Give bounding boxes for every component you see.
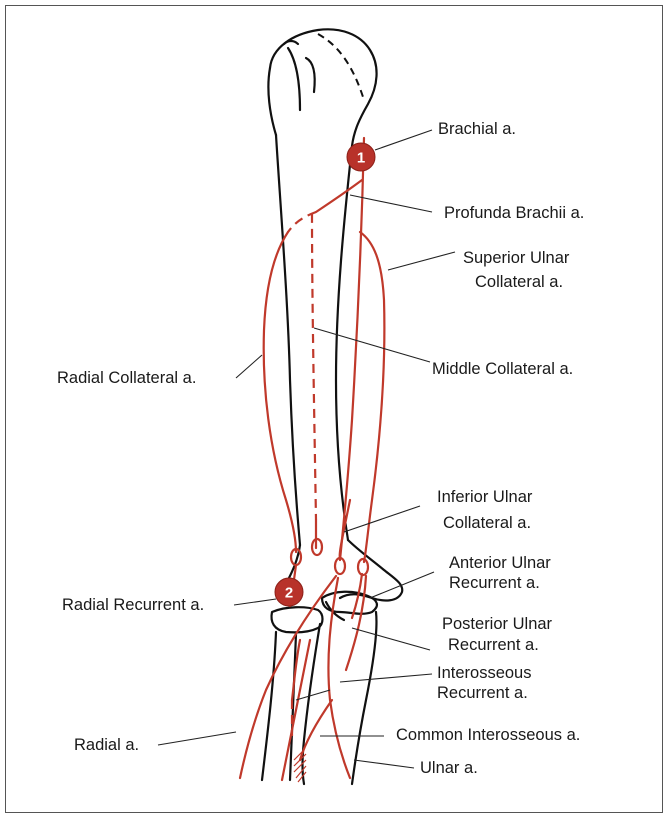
label-posterior-ulnar-1: Posterior Ulnar <box>442 615 553 633</box>
label-radial-recurrent: Radial Recurrent a. <box>62 596 204 614</box>
label-inferior-ulnar-2: Collateral a. <box>443 514 531 532</box>
marker-1-label: 1 <box>357 150 365 167</box>
superior-ulnar-collateral-artery <box>360 232 384 562</box>
label-superior-ulnar-2: Collateral a. <box>475 273 563 291</box>
labels: Brachial a. Profunda Brachii a. Superior… <box>57 120 584 777</box>
label-anterior-ulnar-2: Recurrent a. <box>449 574 540 592</box>
label-interosseous-1: Interosseous <box>437 664 531 682</box>
label-common-interosseous: Common Interosseous a. <box>396 726 580 744</box>
leader-lines <box>158 130 455 768</box>
marker-1: 1 <box>347 143 375 171</box>
ulna <box>303 612 377 784</box>
label-brachial: Brachial a. <box>438 120 516 138</box>
marker-2-label: 2 <box>285 585 293 602</box>
label-interosseous-2: Recurrent a. <box>437 684 528 702</box>
brachial-artery <box>340 138 364 560</box>
label-anterior-ulnar-1: Anterior Ulnar <box>449 554 551 572</box>
label-ulnar: Ulnar a. <box>420 759 478 777</box>
anastomosis-loops <box>291 539 368 575</box>
profunda-brachii-artery <box>288 180 362 520</box>
marker-2: 2 <box>275 578 303 606</box>
label-posterior-ulnar-2: Recurrent a. <box>448 636 539 654</box>
label-middle-collateral: Middle Collateral a. <box>432 360 573 378</box>
label-inferior-ulnar-1: Inferior Ulnar <box>437 488 533 506</box>
label-superior-ulnar-1: Superior Ulnar <box>463 249 570 267</box>
label-radial-collateral: Radial Collateral a. <box>57 369 196 387</box>
label-profunda-brachii: Profunda Brachii a. <box>444 204 584 222</box>
humerus <box>268 29 402 600</box>
label-radial: Radial a. <box>74 736 139 754</box>
